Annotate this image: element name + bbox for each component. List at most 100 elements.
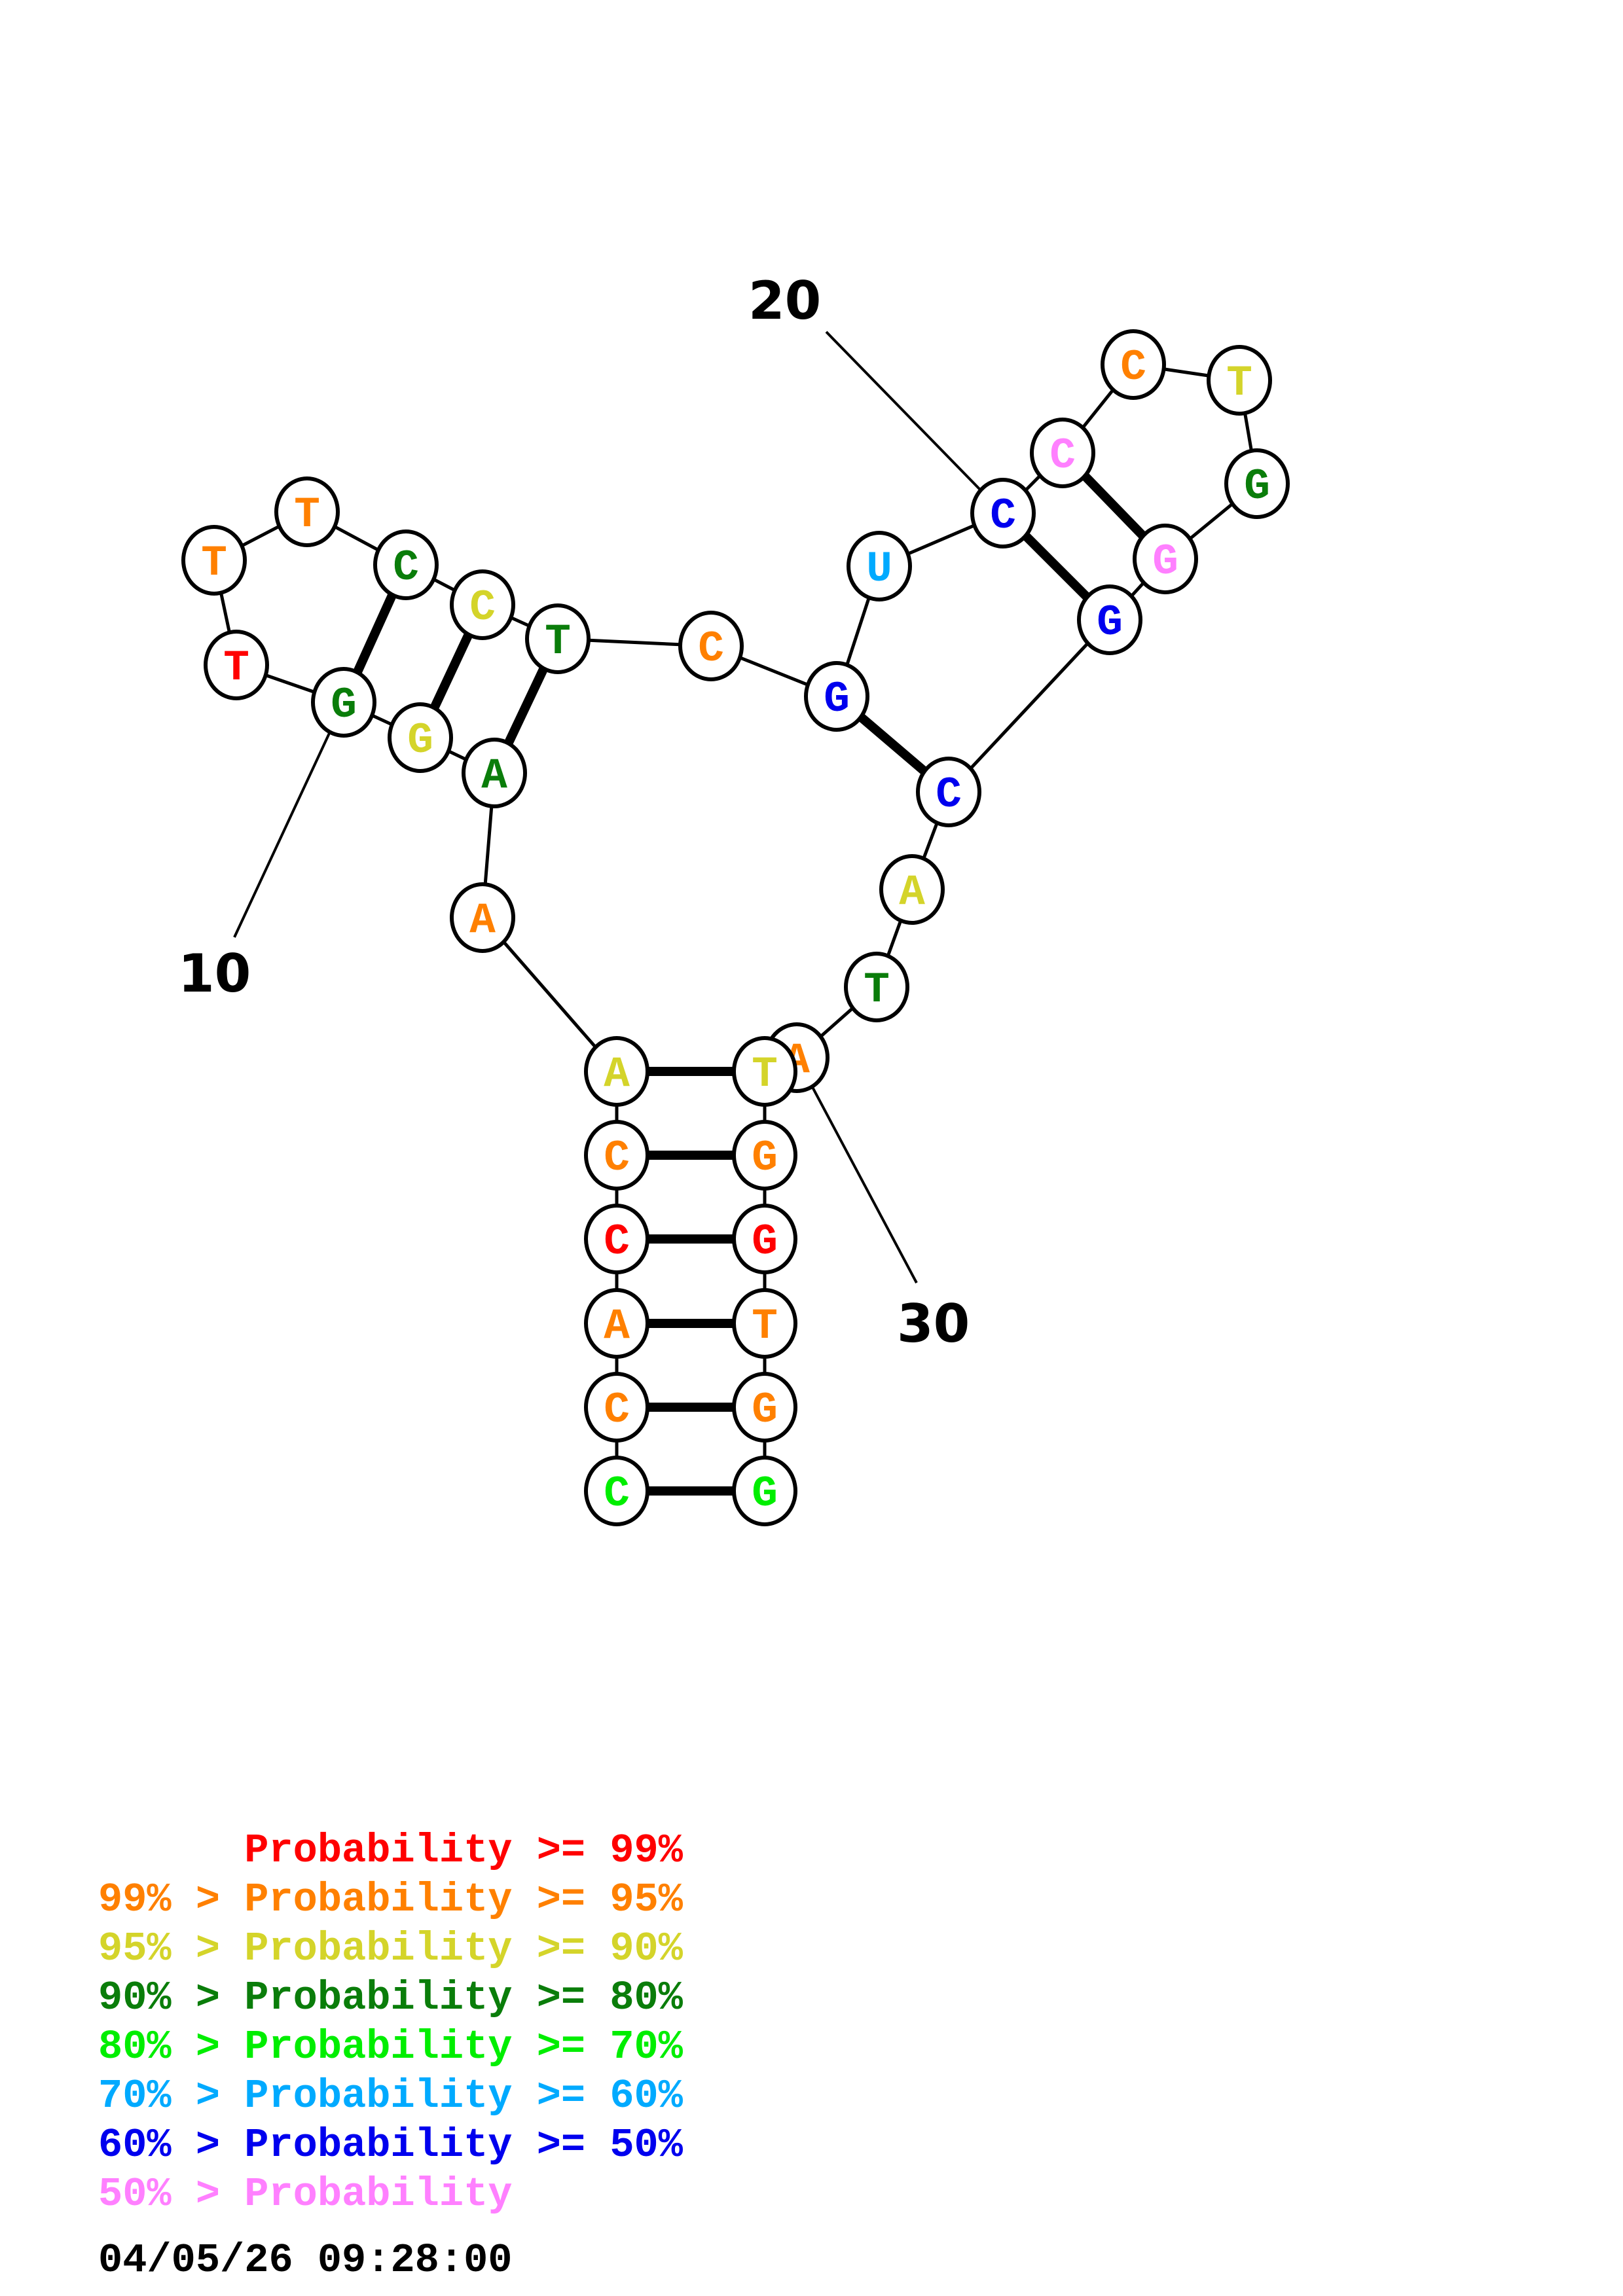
nucleotide-letter: G [1152, 537, 1178, 586]
nucleotide-circle [804, 661, 869, 732]
probability-legend: Probability >= 99%99% > Probability >= 9… [98, 1826, 683, 2219]
nucleotide-letter: G [752, 1217, 778, 1266]
nucleotide-circle [584, 1204, 649, 1274]
nucleotide-letter: T [864, 965, 890, 1014]
nucleotide: T [732, 1036, 797, 1107]
nucleotide: A [584, 1036, 649, 1107]
nucleotide-circle [1224, 448, 1290, 519]
nucleotide-letter: G [752, 1386, 778, 1435]
nucleotide-letter: A [604, 1050, 630, 1099]
nucleotide: C [1030, 418, 1095, 488]
nucleotide-letter: G [407, 716, 433, 765]
legend-row: 99% > Probability >= 95% [98, 1876, 683, 1923]
nucleotide-circle [584, 1456, 649, 1526]
nucleotide: G [1133, 524, 1198, 594]
nucleotide-letter: G [1244, 462, 1270, 511]
index-label-leader [825, 331, 1004, 514]
nucleotide: C [584, 1204, 649, 1274]
nucleotide: A [879, 854, 945, 925]
index-label: 20 [748, 270, 821, 331]
nucleotide-letter: C [604, 1469, 630, 1518]
nucleotide-letter: A [481, 751, 507, 800]
nucleotide: G [311, 667, 376, 738]
nucleotide-letter: T [201, 539, 227, 588]
nucleotide-letter: T [752, 1050, 778, 1099]
nucleotide-letter: C [469, 583, 496, 632]
nucleotide-circle [847, 531, 912, 601]
nucleotide: G [732, 1456, 797, 1526]
nucleotide-letter: T [294, 490, 320, 539]
nucleotide-circle [584, 1036, 649, 1107]
nucleotide: T [525, 603, 591, 674]
nucleotide: C [678, 611, 744, 681]
nucleotide-letter: G [752, 1134, 778, 1183]
nucleotide-circle [732, 1120, 797, 1191]
nucleotide: G [804, 661, 869, 732]
timestamp: 04/05/26 09:28:00 [98, 2237, 513, 2284]
nucleotide: G [732, 1372, 797, 1443]
legend-row: 50% > Probability [98, 2171, 513, 2217]
nucleotide-letter: A [604, 1302, 630, 1351]
nucleotide-circle [204, 630, 269, 700]
nucleotide: C [584, 1456, 649, 1526]
nucleotide: C [1101, 329, 1166, 400]
nucleotide-circle [450, 569, 515, 640]
nucleotide: T [204, 630, 269, 700]
index-label-leader [233, 702, 345, 938]
legend-row: Probability >= 99% [98, 1827, 683, 1874]
index-label: 30 [897, 1293, 970, 1354]
nucleotide-letter: A [899, 868, 925, 917]
nucleotide: C [584, 1120, 649, 1191]
nucleotide-letter: T [545, 617, 571, 666]
nucleotide-letter: C [604, 1134, 630, 1183]
nucleotide-letter: C [936, 770, 962, 819]
nucleotide-letter: T [223, 643, 249, 692]
nucleotide: G [732, 1204, 797, 1274]
nucleotide: A [462, 738, 527, 808]
nucleotide-letter: T [1226, 359, 1252, 408]
nucleotide: G [732, 1120, 797, 1191]
nucleotide-letter: C [604, 1217, 630, 1266]
nucleotide-circle [678, 611, 744, 681]
nucleotide-letter: C [990, 492, 1016, 541]
nucleotide-letter: A [469, 896, 496, 945]
nucleotide-circle [1207, 345, 1272, 416]
nucleotide-circle [879, 854, 945, 925]
legend-row: 70% > Probability >= 60% [98, 2073, 683, 2119]
nucleotide-letter: G [1097, 598, 1123, 647]
legend-row: 60% > Probability >= 50% [98, 2122, 683, 2168]
nucleotide-circle [584, 1372, 649, 1443]
nucleotide-circle [970, 478, 1036, 548]
nucleotide: C [584, 1372, 649, 1443]
nucleotide-letter: U [866, 545, 892, 594]
nucleotide-circle [450, 882, 515, 953]
nucleotide: C [450, 569, 515, 640]
nucleotide-circle [584, 1120, 649, 1191]
nucleotide-letter: G [824, 675, 850, 724]
nucleotide-circle [274, 476, 340, 547]
nucleotide-letter: G [331, 681, 357, 730]
index-labels: 10 20 30 [178, 270, 1004, 1354]
nucleotide-circle [388, 702, 453, 773]
nucleotide: T [1207, 345, 1272, 416]
nucleotide: C [970, 478, 1036, 548]
nucleotide-letter: T [752, 1302, 778, 1351]
backbone-segment [947, 619, 1111, 793]
nucleotide-circle [844, 952, 909, 1022]
nucleotide: A [584, 1288, 649, 1359]
nucleotide-circle [181, 525, 247, 596]
index-label-leader [795, 1057, 918, 1283]
nucleotide-letter: G [752, 1469, 778, 1518]
nucleotide-circle [732, 1288, 797, 1359]
nucleotide-circle [462, 738, 527, 808]
nucleotide-letter: C [1049, 431, 1076, 480]
index-label: 10 [178, 943, 251, 1004]
nucleotide-circle [732, 1036, 797, 1107]
nucleotide-circle [732, 1372, 797, 1443]
nucleotide: G [1077, 584, 1142, 655]
nucleotide: C [373, 529, 439, 600]
nucleotide-circle [525, 603, 591, 674]
nucleotide-circle [1101, 329, 1166, 400]
nucleotide-circle [1030, 418, 1095, 488]
